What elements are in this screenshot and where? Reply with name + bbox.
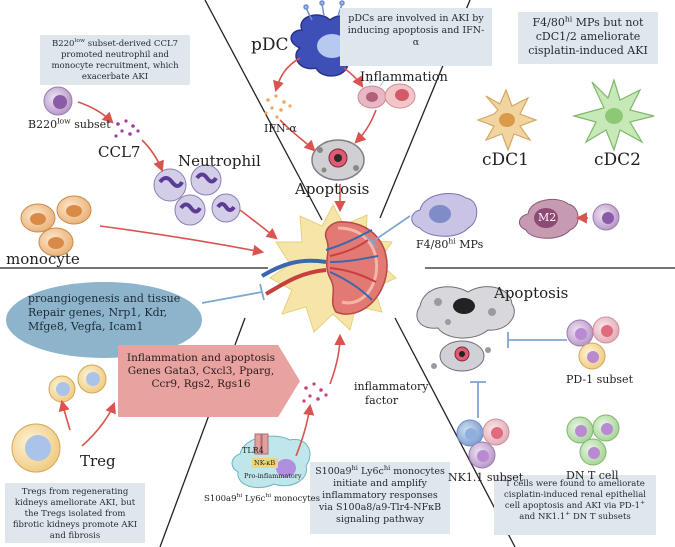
label-inflammatory-factor-line1: inflammatory (354, 380, 429, 393)
label-cdc1: cDC1 (482, 150, 529, 170)
s100a9-monocyte-icon (231, 433, 311, 488)
label-s100a9-monocytes: S100a9hi Ly6chi monocytes (204, 492, 321, 504)
treg-description-text: Tregs from regenerating kidneys ameliora… (12, 487, 138, 541)
apoptotic-cluster-icon (416, 286, 515, 372)
label-nfkb: NK-κB (254, 459, 276, 467)
pd1-subset-cells-icon (566, 316, 620, 370)
apoptotic-cell-icon (311, 139, 365, 181)
m2-macrophage-icon (519, 198, 579, 239)
label-inflammatory-factor-line2: factor (365, 394, 399, 407)
f480-line2: cDC1/2 ameliorate (535, 30, 641, 43)
s100a9-description-box: S100a9hi Ly6chi monocytes initiate and a… (310, 462, 450, 534)
dn-t-cells-icon (566, 414, 620, 466)
pdc-description-box: pDCs are involved in AKI by inducing apo… (340, 8, 492, 66)
s100-text-sup1: hi (351, 463, 358, 472)
label-dn-t-cell: DN T cell (566, 469, 619, 482)
label-treg: Treg (80, 452, 116, 470)
label-tlr4: TLR4 (242, 446, 264, 455)
ccl7-particles-icon (114, 119, 140, 138)
f480-macrophage-icon (411, 193, 478, 237)
monocyte-right-icon (592, 203, 620, 231)
inflammatory-factor-particles-icon (302, 382, 328, 403)
s100-text-pre: S100a9 (315, 466, 352, 477)
label-m2: M2 (538, 211, 557, 224)
repair-genes-text: proangiogenesis and tissue Repair genes,… (28, 292, 181, 333)
label-ccl7: CCL7 (98, 143, 141, 161)
label-inflammation: Inflammation (360, 70, 448, 85)
label-pdc: pDC (251, 35, 289, 55)
b220-text-sup: low (74, 37, 86, 45)
monocyte-cells-icon (20, 195, 92, 257)
inhibition-lines (201, 215, 567, 418)
s100-text-sup2: hi (383, 463, 391, 472)
cdc1-cell-icon (476, 88, 538, 152)
pdc-description-text: pDCs are involved in AKI by inducing apo… (347, 13, 485, 48)
tcell-text-sup1: + (640, 499, 646, 507)
tcell-text-post: DN T subsets (570, 512, 631, 522)
treg-cells-icon (11, 364, 107, 473)
label-monocyte: monocyte (6, 250, 80, 268)
label-neutrophil: Neutrophil (178, 152, 261, 170)
f480-line3: cisplatin-induced AKI (528, 44, 648, 57)
tcell-description-box: T cells were found to ameliorate cisplat… (494, 475, 656, 535)
label-ifn-alpha: IFN-α (264, 122, 297, 135)
kidney-icon (260, 203, 397, 333)
label-cdc2: cDC2 (594, 150, 641, 170)
b220-low-cell-icon (43, 86, 73, 116)
s100-text-mid: Ly6c (357, 466, 384, 477)
neutrophil-cells-icon (153, 164, 241, 226)
label-apoptosis-top: Apoptosis (295, 180, 370, 198)
f480-line1-pre: F4/80 (532, 16, 565, 29)
label-proinflammatory: Pro-inflammatory (244, 472, 302, 480)
label-pd1-subset: PD-1 subset (566, 373, 633, 386)
label-nk11-subset: NK1.1 subset (448, 471, 524, 484)
tcell-text-sup2: + (565, 510, 571, 518)
ifn-alpha-particles-icon (264, 94, 292, 119)
cdc2-cell-icon (571, 78, 655, 152)
b220-description-box: B220low subset-derived CCL7 promoted neu… (40, 35, 190, 85)
f480-line1-sup: hi (564, 14, 573, 24)
treg-description-box: Tregs from regenerating kidneys ameliora… (5, 483, 145, 543)
f480-description-box: F4/80hi MPs but not cDC1/2 ameliorate ci… (518, 12, 658, 64)
inflammation-cells-icon (357, 78, 416, 109)
inflammation-genes-text: Inflammation and apoptosis Genes Gata3, … (126, 352, 276, 390)
stimulation-arrows (58, 57, 588, 457)
label-f480-mps: F4/80hi MPs (416, 236, 484, 251)
repair-genes-oval: proangiogenesis and tissue Repair genes,… (6, 282, 202, 358)
tcell-text-mid: and NK1.1 (519, 512, 566, 522)
inflammation-genes-arrow: Inflammation and apoptosis Genes Gata3, … (118, 345, 300, 417)
label-b220-subset: B220low subset (28, 116, 111, 131)
f480-line1-post: MPs but not (572, 16, 644, 29)
b220-text-pre: B220 (52, 39, 75, 49)
label-apoptosis-right: Apoptosis (494, 284, 569, 302)
tcell-text-pre: T cells were found to ameliorate cisplat… (504, 479, 646, 511)
b220-text-post: subset-derived CCL7 promoted neutrophil … (51, 39, 179, 82)
nk11-subset-cells-icon (456, 418, 510, 469)
s100-text-post: monocytes initiate and amplify inflammat… (318, 466, 445, 525)
